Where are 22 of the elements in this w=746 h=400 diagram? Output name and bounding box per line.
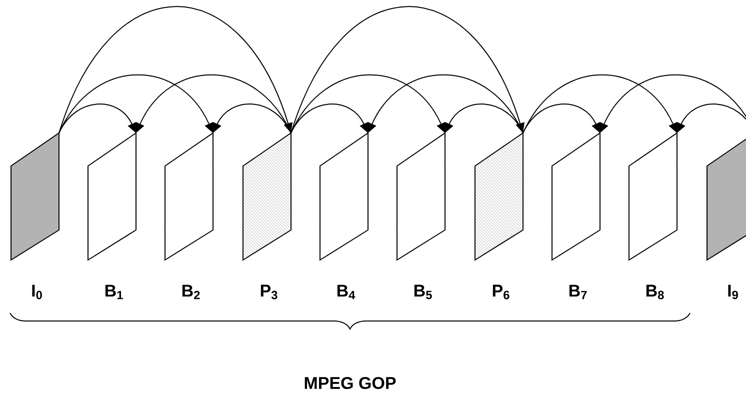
node-label: B$_{7}$ xyxy=(569,284,587,300)
arrow xyxy=(368,74,524,134)
node-label: P$_{3}$ xyxy=(260,284,278,300)
node-label: I$_{0}$ xyxy=(32,284,42,300)
arrow xyxy=(58,6,293,134)
group-label: MPEG GOP xyxy=(304,376,396,390)
node-label: B$_{5}$ xyxy=(414,284,432,300)
node-label: B$_{8}$ xyxy=(646,284,664,300)
arrow xyxy=(445,104,524,134)
arrow xyxy=(213,104,292,134)
node-label: B$_{4}$ xyxy=(337,284,356,300)
node-label: B$_{1}$ xyxy=(105,284,123,300)
node-label: P$_{6}$ xyxy=(492,284,510,300)
arrow xyxy=(58,74,214,134)
arrow xyxy=(522,74,678,134)
node-label: B$_{2}$ xyxy=(182,284,200,300)
arrow xyxy=(290,74,446,134)
arrow xyxy=(290,6,525,134)
node-label: I$_{9}$ xyxy=(728,284,738,300)
arrow xyxy=(677,104,746,134)
arrow xyxy=(136,74,292,134)
arrow xyxy=(600,74,746,134)
